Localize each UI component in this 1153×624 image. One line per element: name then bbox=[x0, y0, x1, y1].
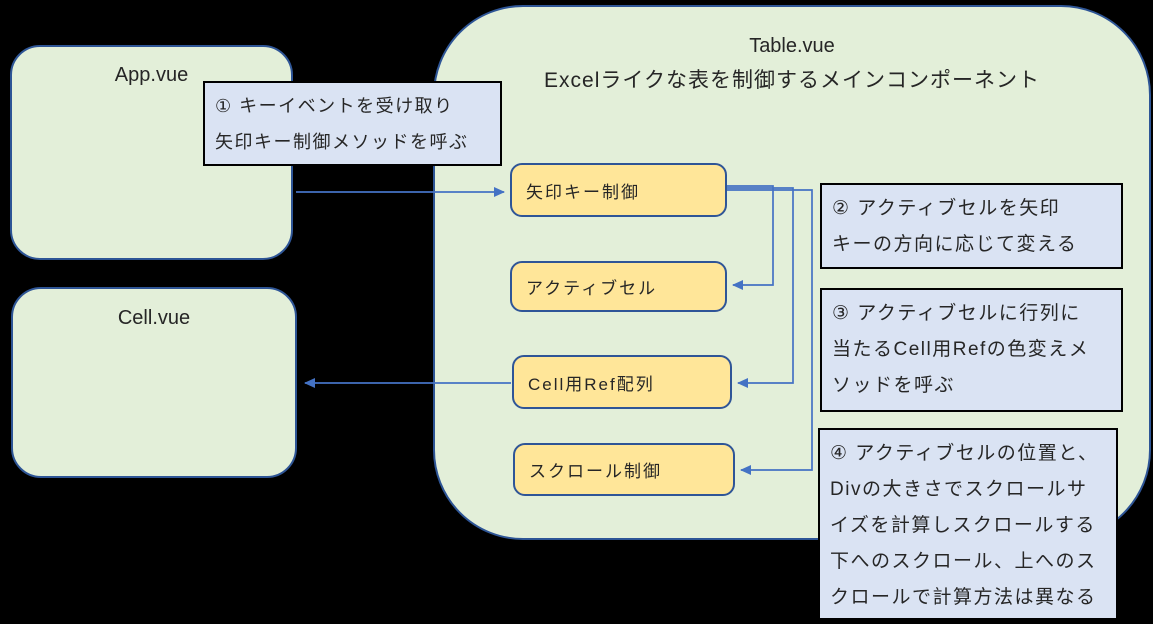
table-vue-title: Table.vue bbox=[749, 35, 835, 57]
method-label-active-cell: アクティブセル bbox=[526, 279, 658, 298]
note-2-change-active-cell: ② アクティブセルを矢印 キーの方向に応じて変える bbox=[820, 183, 1123, 269]
note-4-scroll-calculation: ④ アクティブセルの位置と、 Divの大きさでスクロールサ イズを計算しスクロー… bbox=[818, 428, 1118, 620]
method-box-active-cell: アクティブセル bbox=[510, 261, 727, 312]
method-label-cell-ref-array: Cell用Ref配列 bbox=[528, 374, 655, 394]
cell-vue-label: Cell.vue bbox=[117, 307, 191, 329]
app-vue-label: App.vue bbox=[114, 64, 189, 86]
table-vue-subtitle: Excelライクな表を制御するメインコンポーネント bbox=[544, 69, 1040, 92]
note-3-call-color-change: ③ アクティブセルに行列に 当たるCell用Refの色変えメ ソッドを呼ぶ bbox=[820, 288, 1123, 412]
method-label-arrow-key-control: 矢印キー制御 bbox=[526, 182, 640, 202]
method-label-scroll-control: スクロール制御 bbox=[529, 462, 662, 481]
method-box-scroll-control: スクロール制御 bbox=[513, 443, 735, 496]
method-box-arrow-key-control: 矢印キー制御 bbox=[510, 163, 727, 217]
method-box-cell-ref-array: Cell用Ref配列 bbox=[512, 355, 732, 409]
cell-vue-component-box: Cell.vue bbox=[11, 287, 297, 478]
note-1-key-event: ① キーイベントを受け取り 矢印キー制御メソッドを呼ぶ bbox=[203, 81, 502, 166]
